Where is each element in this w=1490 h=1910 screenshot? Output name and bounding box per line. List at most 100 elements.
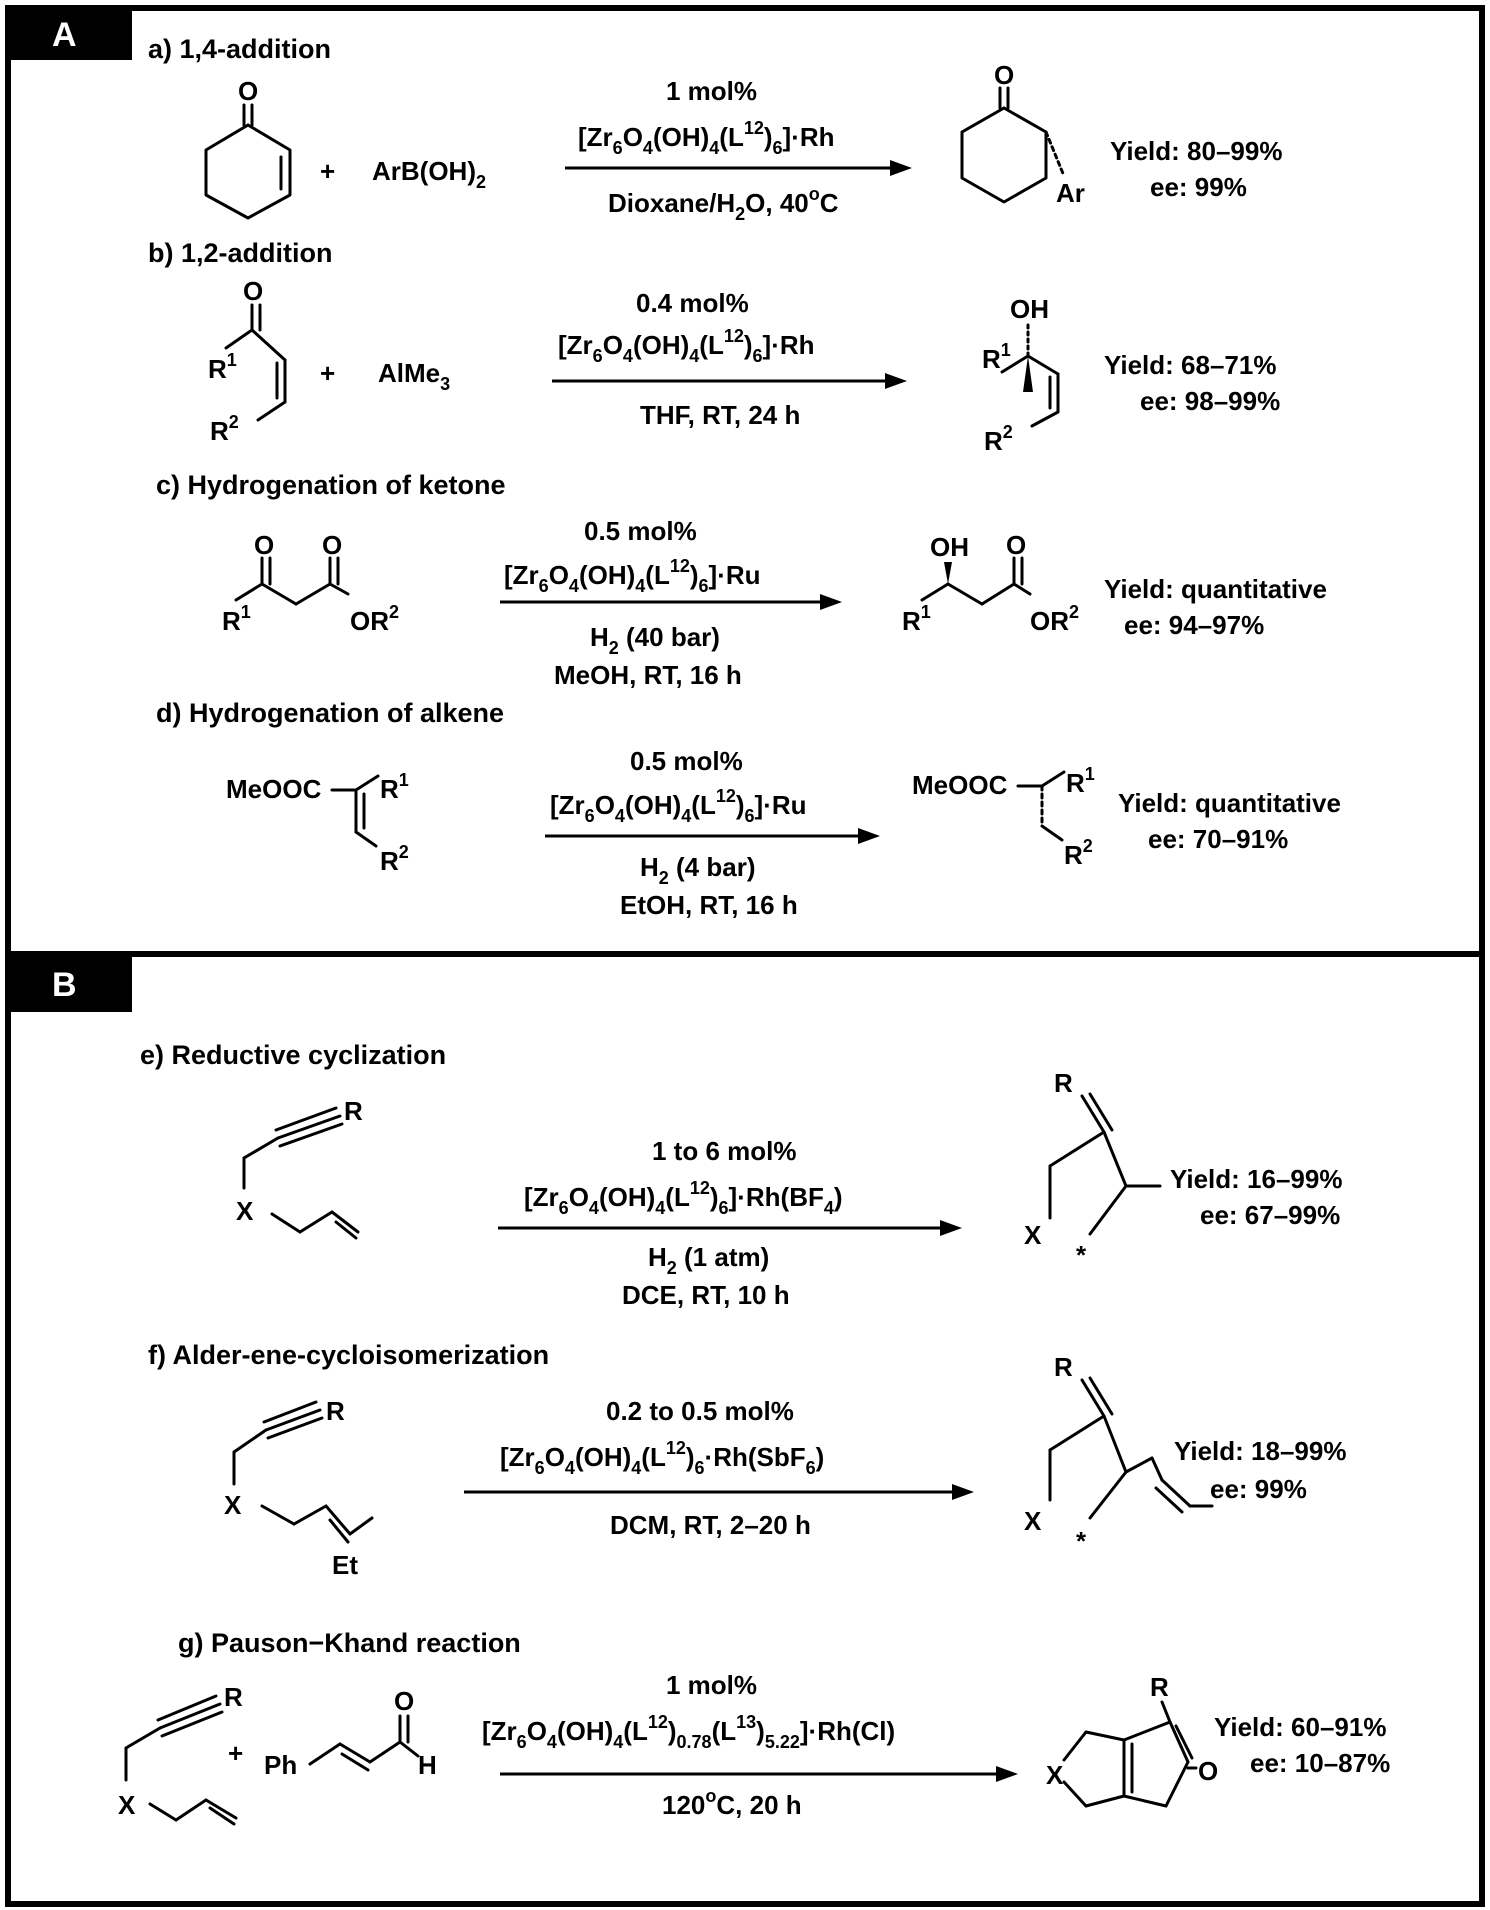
cinnamaldehyde-structure: Ph O H [264,1686,437,1780]
loading-b: 0.4 mol% [636,288,749,318]
ee-b: ee: 98–99% [1140,386,1280,416]
conditions-e2: DCE, RT, 10 h [622,1280,790,1310]
reaction-e-title: e) Reductive cyclization [140,1040,446,1070]
catalyst-d: [Zr6O4(OH)4(L12)6]·Ru [550,786,807,826]
svg-text:R: R [344,1096,363,1126]
svg-text:Et: Et [332,1550,358,1580]
reaction-b-title: b) 1,2-addition [148,238,333,268]
svg-text:X: X [224,1490,242,1520]
svg-text:R1: R1 [902,602,931,636]
loading-g: 1 mol% [666,1670,757,1700]
yield-d: Yield: quantitative [1118,788,1341,818]
svg-text:OH: OH [1010,294,1049,324]
plus-sign-b: + [320,358,335,388]
svg-text:R1: R1 [222,602,251,636]
reaction-g-title: g) Pauson−Khand reaction [178,1628,521,1658]
svg-text:O: O [1006,530,1026,560]
svg-text:MeOOC: MeOOC [226,774,322,804]
svg-text:R1: R1 [982,340,1011,374]
svg-text:Ar: Ar [1056,178,1085,208]
svg-text:X: X [118,1790,136,1820]
catalyst-e: [Zr6O4(OH)4(L12)6]·Rh(BF4) [524,1178,843,1218]
conditions-c1: H2 (40 bar) [590,622,720,658]
conditions-d2: EtOH, RT, 16 h [620,890,798,920]
catalyst-g: [Zr6O4(OH)4(L12)0.78(L13)5.22]·Rh(Cl) [482,1712,895,1752]
yield-c: Yield: quantitative [1104,574,1327,604]
yield-f: Yield: 18–99% [1174,1436,1346,1466]
catalyst-c: [Zr6O4(OH)4(L12)6]·Ru [504,556,761,596]
conditions-g: 120oC, 20 h [662,1786,802,1820]
svg-text:O: O [1198,1756,1218,1786]
ee-g: ee: 10–87% [1250,1748,1390,1778]
allylic-alcohol-structure: OH R1 R2 [982,294,1060,456]
svg-text:H: H [418,1750,437,1780]
methylidene-cyclopentane-structure: R X * [1024,1068,1162,1270]
catalyst-f: [Zr6O4(OH)4(L12)6·Rh(SbF6) [500,1438,824,1478]
loading-a: 1 mol% [666,76,757,106]
svg-text:MeOOC: MeOOC [912,770,1008,800]
yield-a: Yield: 80–99% [1110,136,1282,166]
svg-text:X: X [1024,1220,1042,1250]
enyne-f-structure: R X Et [224,1396,374,1580]
diene-cyclopentane-structure: R X * [1024,1352,1214,1556]
loading-f: 0.2 to 0.5 mol% [606,1396,794,1426]
svg-text:X: X [1046,1760,1064,1790]
hydroxyester-structure: OH O R1 OR2 [902,530,1079,636]
enyne-g-structure: R X [118,1682,243,1826]
arylcyclohexanone-structure: O Ar [960,60,1085,208]
svg-text:O: O [243,276,263,306]
svg-text:R: R [224,1682,243,1712]
panel-a-label: A [52,16,77,54]
solvent-a: Dioxane/H2O, 40oC [608,184,839,224]
svg-text:O: O [994,60,1014,90]
bicyclic-enone-structure: R X O [1046,1672,1218,1808]
svg-text:OH: OH [930,532,969,562]
conditions-b: THF, RT, 24 h [640,400,800,430]
ee-c: ee: 94–97% [1124,610,1264,640]
svg-text:X: X [1024,1506,1042,1536]
ee-f: ee: 99% [1210,1474,1307,1504]
panel-b-frame [5,951,1485,1907]
catalyst-b: [Zr6O4(OH)4(L12)6]·Rh [558,326,815,366]
svg-text:R: R [326,1396,345,1426]
plus-sign: + [320,156,335,186]
ee-d: ee: 70–91% [1148,824,1288,854]
yield-g: Yield: 60–91% [1214,1712,1386,1742]
svg-text:*: * [1076,1240,1087,1270]
reaction-d-title: d) Hydrogenation of alkene [156,698,504,728]
catalyst-a: [Zr6O4(OH)4(L12)6]·Rh [578,118,835,158]
reaction-f-title: f) Alder-ene-cycloisomerization [148,1340,549,1370]
svg-text:R: R [1054,1068,1073,1098]
conditions-e1: H2 (1 atm) [648,1242,769,1278]
svg-text:O: O [254,530,274,560]
loading-c: 0.5 mol% [584,516,697,546]
svg-text:Ph: Ph [264,1750,297,1780]
reagent-a: ArB(OH)2 [372,156,486,192]
panel-b-tab [8,954,132,1012]
svg-text:O: O [238,76,258,106]
loading-d: 0.5 mol% [630,746,743,776]
svg-text:R2: R2 [984,422,1013,456]
svg-text:O: O [322,530,342,560]
enyne-e-structure: R X [236,1096,363,1240]
svg-text:R: R [1150,1672,1169,1702]
svg-text:R2: R2 [210,412,239,446]
panel-b-label: B [52,966,77,1004]
reaction-a-title: a) 1,4-addition [148,34,331,64]
yield-e: Yield: 16–99% [1170,1164,1342,1194]
enone-structure: O R1 R2 [208,276,287,446]
ee-a: ee: 99% [1150,172,1247,202]
saturated-ester-structure: MeOOC R1 R2 [912,764,1095,870]
svg-text:O: O [394,1686,414,1716]
svg-text:R: R [1054,1352,1073,1382]
svg-text:R1: R1 [380,770,409,804]
yield-b: Yield: 68–71% [1104,350,1276,380]
loading-e: 1 to 6 mol% [652,1136,796,1166]
svg-text:OR2: OR2 [1030,602,1079,636]
ketoester-structure: O O R1 OR2 [222,530,399,636]
plus-sign-g: + [228,1738,243,1768]
reaction-c-title: c) Hydrogenation of ketone [156,470,506,500]
cyclohexenone-structure: O [204,76,292,220]
svg-text:R2: R2 [1064,836,1093,870]
conditions-d1: H2 (4 bar) [640,852,755,888]
